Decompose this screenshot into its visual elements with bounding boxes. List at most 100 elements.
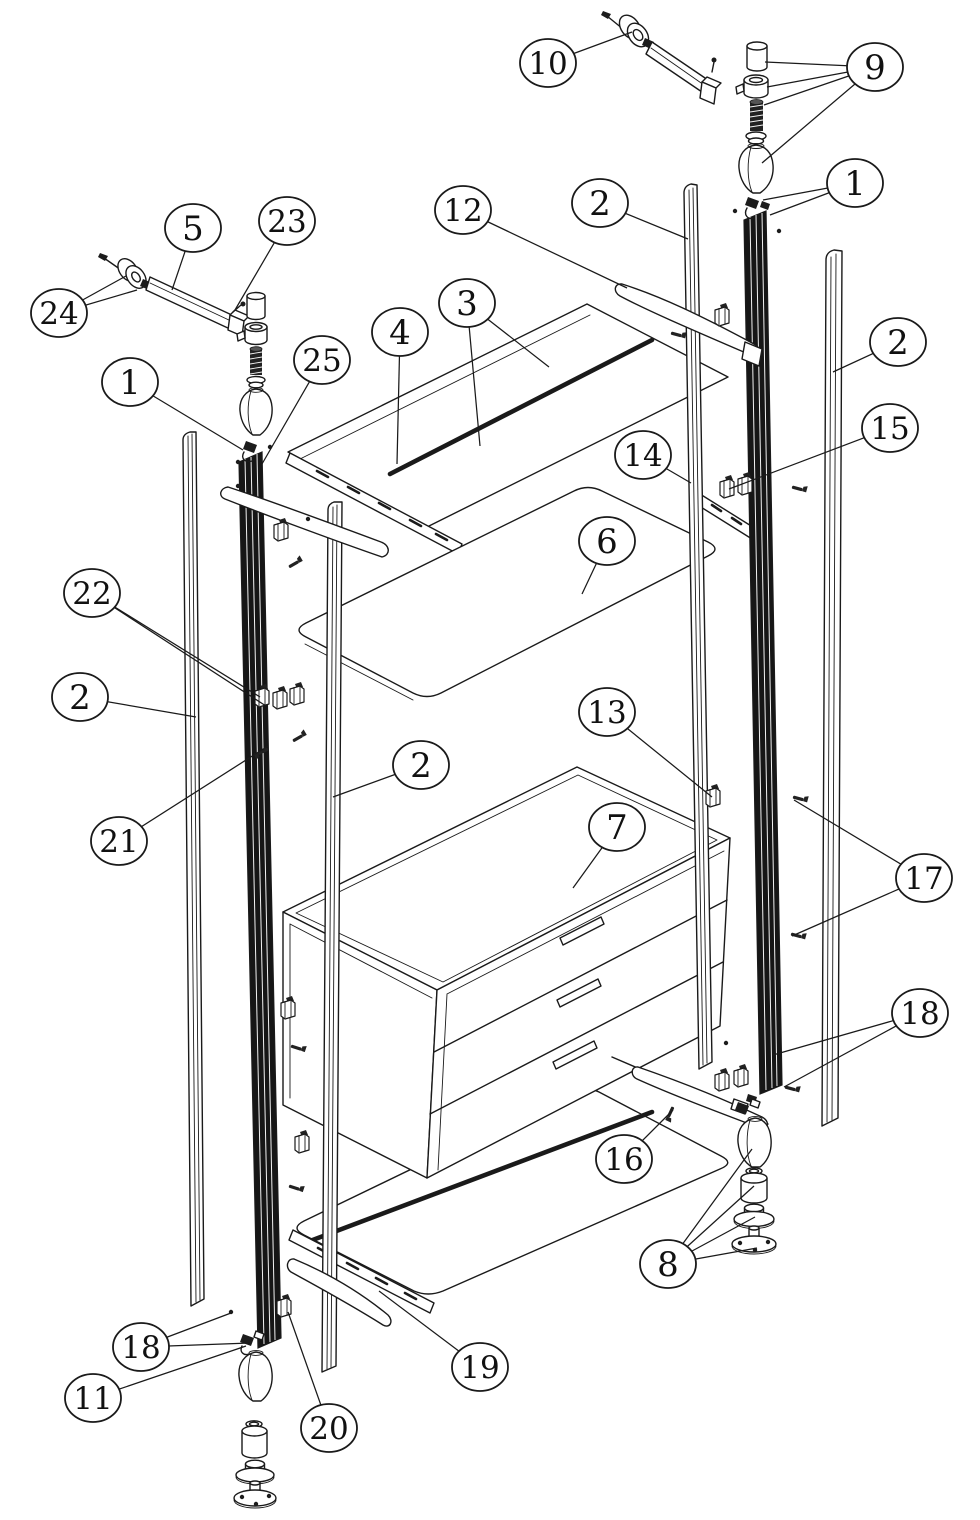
post-clamp [735, 1102, 749, 1114]
drawer-handle [552, 1040, 598, 1070]
callout-1: 1 [101, 357, 244, 451]
svg-text:2: 2 [589, 184, 611, 224]
foot-cup [743, 1203, 765, 1213]
callout-10: 10 [519, 31, 633, 88]
glass-shelf-middle [298, 486, 716, 701]
rail-right-rear [683, 183, 713, 1070]
callout-8: 8 [639, 1148, 758, 1289]
svg-text:3: 3 [456, 284, 478, 324]
top-connector-right [732, 41, 782, 234]
callout-2: 2 [571, 178, 689, 240]
svg-text:10: 10 [528, 46, 567, 82]
spacer-cylinder [746, 45, 768, 72]
callout-18: 18 [112, 1312, 251, 1372]
svg-text:5: 5 [182, 209, 204, 249]
svg-text:18: 18 [900, 996, 939, 1032]
callout-18: 18 [772, 988, 949, 1088]
svg-text:18: 18 [121, 1330, 160, 1366]
shelf-front-edge-strip [387, 337, 655, 477]
svg-text:13: 13 [587, 695, 626, 731]
cone-connector [738, 144, 774, 194]
foot-assembly-right [731, 1098, 777, 1255]
callout-15: 15 [728, 403, 919, 490]
shelf-support-arm-top-right [614, 283, 763, 367]
callout-17: 17 [791, 799, 953, 937]
svg-text:6: 6 [596, 522, 618, 562]
callout-2: 2 [832, 317, 927, 373]
wall-mount-arm-right [601, 11, 722, 105]
post-clamp [240, 1334, 254, 1346]
foot-cylinder [740, 1177, 768, 1204]
rail-left-rear [182, 431, 205, 1307]
shelf-support-arm-bottom-left [286, 1258, 392, 1327]
svg-text:9: 9 [864, 48, 886, 88]
callout-20: 20 [287, 1311, 358, 1453]
callout-23: 23 [234, 196, 316, 311]
svg-text:11: 11 [73, 1381, 112, 1417]
foot-flange [235, 1467, 275, 1483]
callout-9: 9 [761, 42, 904, 164]
callout-13: 13 [578, 687, 713, 798]
svg-text:8: 8 [657, 1245, 679, 1285]
callout-11: 11 [64, 1345, 247, 1423]
svg-text:15: 15 [870, 411, 909, 447]
callout-16: 16 [595, 1109, 674, 1184]
callout-2: 2 [332, 740, 450, 798]
post-clamp [745, 197, 759, 209]
drawer-handle [556, 978, 602, 1008]
svg-text:21: 21 [99, 824, 138, 860]
callout-4: 4 [371, 307, 429, 465]
arm-set-screw [711, 61, 715, 73]
rail-center [321, 501, 343, 1373]
svg-text:23: 23 [267, 204, 306, 240]
foot-flange [733, 1210, 775, 1228]
rail-right-outer [821, 249, 843, 1127]
post-left-front [238, 451, 282, 1349]
callout-7: 7 [572, 802, 646, 889]
callout-22: 22 [63, 568, 267, 707]
foot-assembly-left [233, 1330, 277, 1509]
svg-text:20: 20 [309, 1411, 348, 1447]
foot-cylinder [241, 1430, 268, 1459]
svg-text:1: 1 [119, 363, 141, 403]
cone-connector [238, 1351, 273, 1402]
callout-21: 21 [90, 745, 269, 866]
threaded-stud [249, 346, 263, 375]
arm-set-screw [232, 304, 242, 313]
svg-text:1: 1 [844, 164, 866, 204]
support-arm-bar [645, 41, 709, 93]
cone-connector [239, 388, 273, 436]
callout-14: 14 [614, 430, 692, 484]
callout-25: 25 [261, 335, 351, 465]
callout-19: 19 [378, 1290, 509, 1392]
middle-shelf-side-profile [695, 493, 757, 540]
foot-base-plate [731, 1235, 777, 1253]
callout-5: 5 [164, 203, 222, 291]
drawer-divider [429, 961, 724, 1115]
drawer-handle [559, 916, 605, 946]
drawer-cabinet [282, 766, 731, 1179]
svg-text:2: 2 [887, 323, 909, 363]
shelf-support-arm-top-left [220, 486, 389, 558]
callout-6: 6 [578, 516, 636, 595]
wall-mount-arm-left [98, 253, 250, 337]
svg-text:2: 2 [410, 746, 432, 786]
callout-12: 12 [434, 185, 628, 289]
svg-text:4: 4 [389, 313, 411, 353]
cabinet-front-face [426, 837, 731, 1179]
callout-24: 24 [30, 275, 138, 338]
threaded-stud [749, 99, 764, 131]
svg-text:7: 7 [606, 808, 628, 848]
svg-text:24: 24 [39, 296, 78, 332]
callout-1: 1 [762, 158, 884, 216]
svg-text:19: 19 [460, 1350, 499, 1386]
spacer-cylinder [246, 295, 266, 321]
callout-3: 3 [438, 278, 550, 447]
svg-text:14: 14 [623, 438, 662, 474]
drawer-divider [433, 899, 728, 1053]
svg-text:25: 25 [302, 343, 341, 379]
support-arm-bar [145, 276, 235, 330]
top-connector-left [235, 291, 273, 465]
